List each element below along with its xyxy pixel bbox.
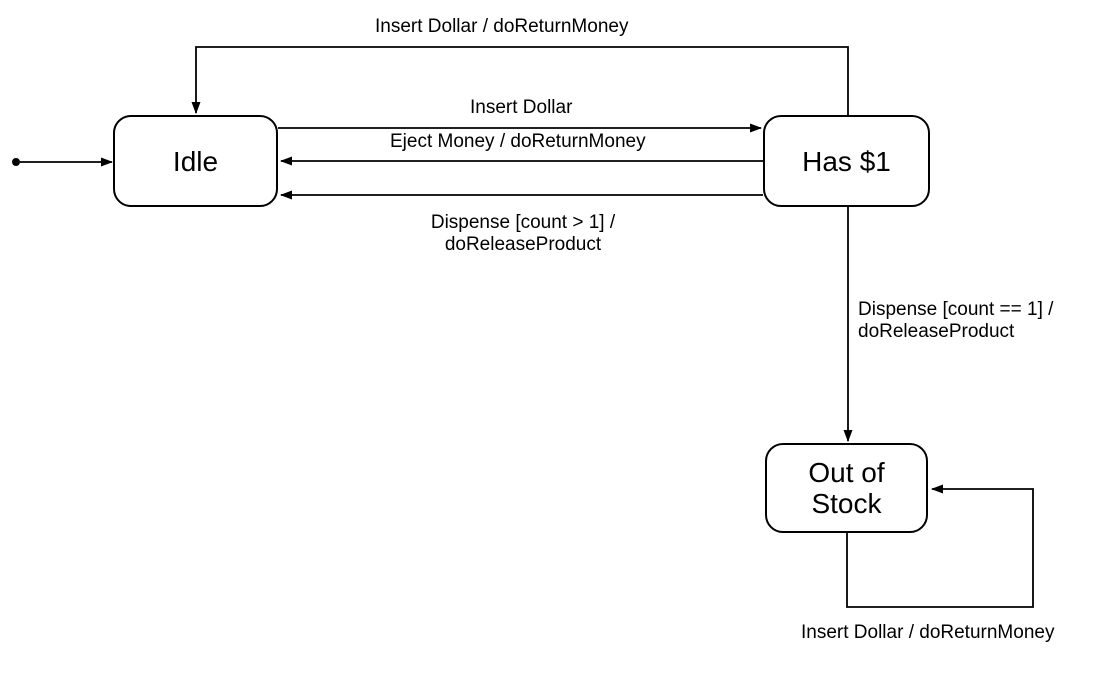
transition-arrow-outofstock-self-loop <box>846 484 1034 608</box>
transition-label-hasdollar-to-idle-eject-money: Eject Money / doReturnMoney <box>390 131 646 152</box>
state-idle: Idle <box>113 115 278 207</box>
transition-label-hasdollar-to-outofstock-dispense-eq1: Dispense [count == 1] / doReleaseProduct <box>858 299 1053 343</box>
transition-label-dispense-eq1-line2: doReleaseProduct <box>858 321 1015 342</box>
transition-label-dispense-gt1-line1: Dispense [count > 1] / <box>430 212 616 233</box>
transition-label-hasdollar-to-idle-dispense-gt1: Dispense [count > 1] / doReleaseProduct <box>413 212 633 256</box>
state-has-dollar-label: Has $1 <box>802 145 891 177</box>
state-out-of-stock-label-line1: Out of <box>808 457 885 488</box>
state-out-of-stock-label: Out of Stock <box>808 457 884 519</box>
initial-state-dot <box>12 158 20 166</box>
transition-label-dispense-eq1-line1: Dispense [count == 1] / <box>858 299 1054 320</box>
transition-label-idle-to-hasdollar-insert-dollar: Insert Dollar <box>470 97 573 118</box>
state-has-dollar: Has $1 <box>763 115 930 207</box>
state-out-of-stock-label-line2: Stock <box>811 488 882 519</box>
transition-label-dispense-gt1-line2: doReleaseProduct <box>444 234 602 255</box>
state-idle-label: Idle <box>172 145 219 177</box>
transition-label-hasdollar-to-idle-insert-dollar: Insert Dollar / doReturnMoney <box>375 16 629 37</box>
transition-arrow-hasdollar-to-idle-insert-dollar <box>191 46 849 115</box>
state-out-of-stock: Out of Stock <box>765 443 928 533</box>
transition-label-outofstock-self-loop: Insert Dollar / doReturnMoney <box>801 622 1055 643</box>
